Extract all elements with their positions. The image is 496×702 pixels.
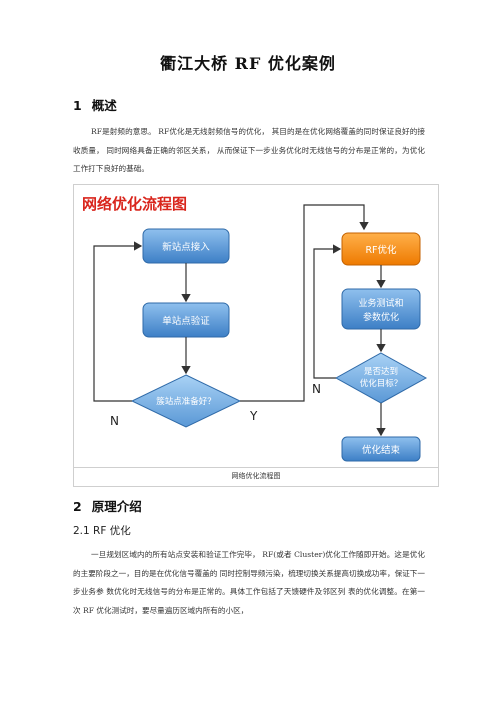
node-end-label: 优化结束 [362,444,401,456]
document-title: 衢江大桥 RF 优化案例 [160,54,336,73]
section-heading-overview: 1 概述 [73,95,117,114]
section-heading-principle: 2 原理介绍 [73,496,142,515]
node-service-test-line2: 参数优化 [363,311,399,323]
node-cluster-ready [130,374,242,428]
label-y-left: Y [249,409,258,423]
overview-paragraph: RF是射频的意思。 RF优化是无线射频信号的优化， 其目的是在优化网络覆盖的同时… [73,127,425,173]
arrow-ready-yes [240,204,369,402]
node-end [341,436,421,462]
node-target-line1: 是否达到 [364,366,398,377]
flowchart-diagram: 网络优化流程图 新站点接入 单站点验证 簇站点准备好？ N Y RF优化 业务测… [82,195,428,462]
node-new-site-label: 新站点接入 [162,241,210,253]
node-target-line2: 优化目标？ [360,378,403,389]
section-number: 2 [73,499,82,514]
flowchart-heading: 网络优化流程图 [82,195,187,213]
rf-paragraph: 一旦规划区域内的所有站点安装和验证工作完毕， RF(或者 Cluster)优化工… [73,550,425,615]
flowchart-figure: 网络优化流程图 新站点接入 单站点验证 簇站点准备好？ N Y RF优化 业务测… [73,184,439,468]
node-single-verify-label: 单站点验证 [162,315,210,327]
label-n-right: N [312,382,321,396]
node-service-test [341,288,421,330]
section-number: 1 [73,98,82,113]
subsection-heading-rf: 2.1 RF 优化 [73,525,131,537]
node-service-test-line1: 业务测试和 [358,297,403,309]
label-n-left: N [110,414,119,428]
caption-box: 网络优化流程图 [73,466,439,487]
arrow-ready-no-loop [93,241,143,402]
figure-caption: 网络优化流程图 [231,472,281,480]
section-title: 原理介绍 [91,499,142,514]
node-cluster-ready-label: 簇站点准备好？ [156,396,216,407]
arrow-target-no-loop [313,244,342,379]
node-target-check [334,352,428,404]
section-title: 概述 [91,98,117,113]
node-rf-opt-label: RF优化 [365,244,397,256]
